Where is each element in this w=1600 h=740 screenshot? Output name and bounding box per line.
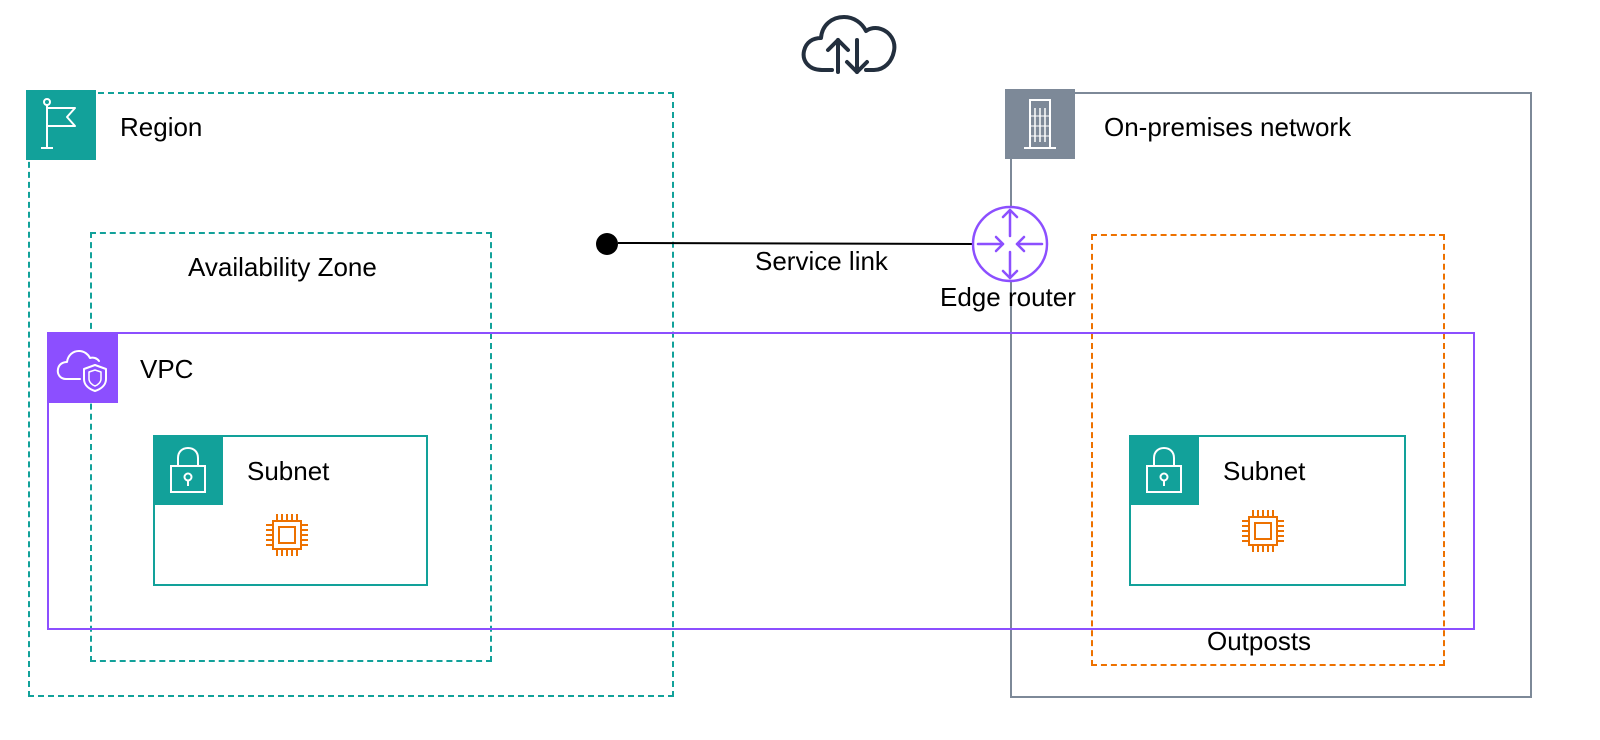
building-icon <box>1024 99 1056 149</box>
chip-icon <box>266 514 308 556</box>
region-badge <box>26 90 96 160</box>
flag-icon <box>41 98 76 149</box>
subnet-badge-left <box>153 435 223 505</box>
availability-zone-box <box>90 232 492 662</box>
region-box <box>28 92 674 697</box>
on-premises-badge <box>1005 89 1075 159</box>
vpc-label: VPC <box>140 354 194 384</box>
subnet-label-left: Subnet <box>247 456 330 486</box>
service-link-label: Service link <box>755 246 888 276</box>
padlock-icon <box>1146 446 1182 493</box>
chip-icon <box>1242 510 1284 552</box>
outposts-label: Outposts <box>1207 626 1312 656</box>
padlock-icon <box>170 446 206 493</box>
service-link-connector <box>596 233 975 255</box>
outposts-box <box>1091 234 1445 666</box>
subnet-box-left <box>153 435 428 586</box>
on-premises-box <box>1010 92 1532 698</box>
subnet-badge-right <box>1129 435 1199 505</box>
subnet-box-right <box>1129 435 1406 586</box>
router-icon <box>971 205 1049 283</box>
cloud-shield-icon <box>56 350 107 392</box>
vpc-badge <box>48 333 118 403</box>
on-premises-label: On-premises network <box>1104 112 1352 142</box>
availability-zone-label: Availability Zone <box>188 252 377 282</box>
cloud-upload-download-icon <box>801 15 897 74</box>
region-label: Region <box>120 112 203 142</box>
subnet-label-right: Subnet <box>1223 456 1306 486</box>
connector-endpoint-dot <box>596 233 618 255</box>
vpc-box <box>47 332 1475 630</box>
edge-router-label: Edge router <box>940 282 1076 312</box>
connector-line <box>617 242 975 245</box>
